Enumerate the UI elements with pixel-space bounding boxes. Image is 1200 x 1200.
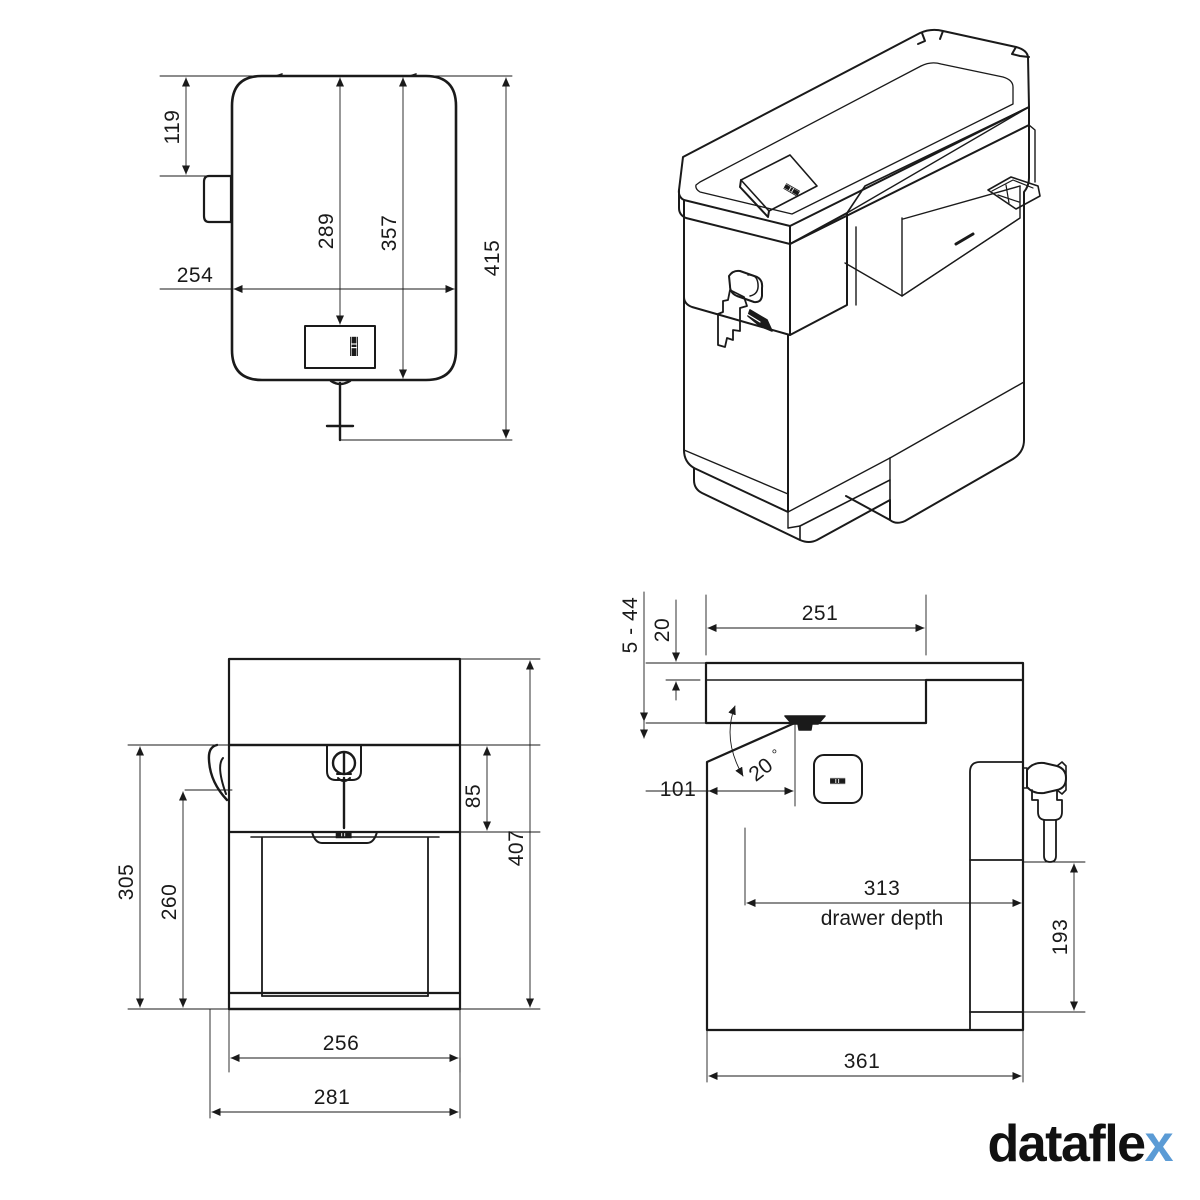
iso-drawer-right-face: [789, 212, 848, 336]
iso-handle-slot: [954, 232, 975, 246]
iso-cable-port: [739, 154, 818, 218]
view-isometric: [677, 28, 1041, 543]
top-view-opening: [304, 325, 376, 369]
front-view-worktop: [227, 657, 462, 747]
dim-label-256: 256: [323, 1032, 360, 1055]
dim-label-101: 101: [660, 778, 697, 801]
brand-name-accent: x: [1144, 1115, 1174, 1173]
iso-lock-and-key: [717, 269, 773, 348]
dim-label-361: 361: [844, 1050, 881, 1073]
side-view-worktop: [704, 661, 1025, 725]
dim-label-251: 251: [802, 602, 839, 625]
dim-label-407: 407: [505, 830, 528, 867]
view-front: 305 260 85 407 256 281: [115, 657, 541, 1119]
dim-label-357: 357: [378, 215, 401, 252]
dim-label-angle-unit: °: [769, 746, 783, 762]
dim-label-85: 85: [462, 784, 485, 808]
front-view-drawer-pull: [311, 831, 378, 844]
iso-drawer-left-face: [683, 199, 791, 336]
dataflex-brand-logo: datafle x: [987, 1114, 1174, 1174]
dim-label-260: 260: [158, 884, 181, 921]
side-view-clamp-pad: [784, 715, 826, 731]
dim-label-415: 415: [481, 240, 504, 277]
dim-label-305: 305: [115, 864, 138, 901]
dataflex-logo-mark-top-view: [350, 336, 358, 357]
side-view-lock-and-key: [1022, 761, 1067, 863]
iso-body-right: [845, 106, 1030, 524]
dim-label-drawer-depth: drawer depth: [821, 907, 944, 930]
dim-angle-20: [728, 705, 744, 777]
dim-label-254: 254: [177, 264, 214, 287]
iso-top-plate-top-face: [677, 28, 1030, 227]
dim-label-289: 289: [315, 213, 338, 250]
side-view-badge: [813, 754, 863, 804]
front-view-lock: [326, 745, 362, 830]
view-top: 119 254 289 357 415: [159, 73, 513, 442]
dim-label-119: 119: [161, 110, 184, 145]
view-side: 5 - 44 20 251 101 20 ° 313 drawer depth …: [619, 591, 1086, 1083]
dim-label-313: 313: [864, 877, 901, 900]
dim-label-20: 20: [651, 618, 674, 642]
top-view-body: [230, 74, 458, 382]
side-view-drawer-box: [969, 761, 1024, 1031]
brand-name-dark: datafle: [987, 1115, 1146, 1173]
front-view-cable: [207, 743, 229, 802]
dataflex-logo-mark-front-view: [335, 831, 352, 839]
iso-rear-clip: [987, 176, 1041, 210]
side-view-cabinet: [705, 678, 1025, 1032]
dim-label-193: 193: [1049, 919, 1072, 956]
top-view-side-bracket: [202, 174, 233, 224]
dim-label-5-44: 5 - 44: [619, 597, 642, 654]
dim-label-angle: 20: [745, 754, 778, 787]
dim-label-281: 281: [314, 1086, 351, 1109]
